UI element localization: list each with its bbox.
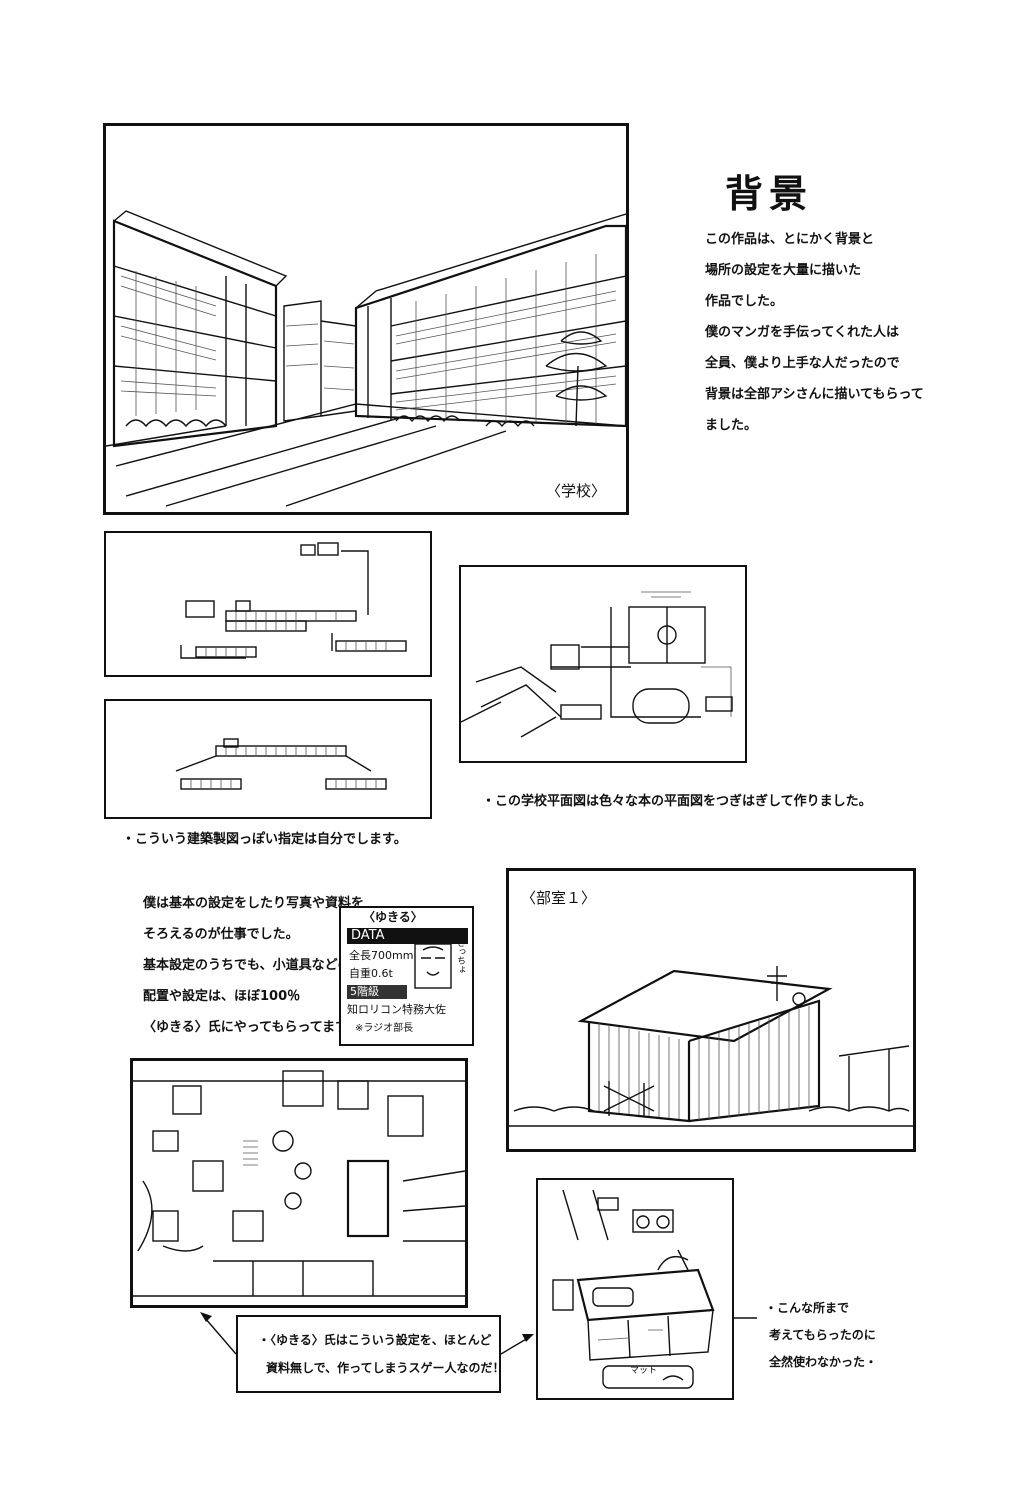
page-title: 背景 bbox=[725, 172, 814, 216]
callout-line: 資料無しで、作ってしまうスゲー人なのだ！！。 bbox=[266, 1361, 499, 1375]
floorplan-panel-1 bbox=[104, 531, 432, 677]
intro-line: 作品でした。 bbox=[705, 294, 784, 309]
floorplan-panel-3 bbox=[459, 565, 747, 763]
settings-line: そろえるのが仕事でした。 bbox=[143, 927, 299, 942]
school-illustration bbox=[106, 210, 626, 507]
architectural-note: ・こういう建築製図っぽい指定は自分でします。 bbox=[122, 832, 407, 847]
clubroom-interior-panel bbox=[130, 1058, 468, 1308]
settings-line: 基本設定のうちでも、小道具などの bbox=[143, 958, 351, 973]
intro-line: この作品は、とにかく背景と bbox=[705, 232, 875, 247]
card-row: ※ラジオ部長 bbox=[355, 1023, 414, 1034]
kitchen-mat-label: マット bbox=[630, 1366, 658, 1376]
callout-line: ・〈ゆきる〉氏はこういう設定を、ほとんど bbox=[258, 1333, 492, 1347]
intro-line: 全員、僕より上手な人だったので bbox=[705, 356, 900, 371]
card-data-bar bbox=[347, 928, 468, 944]
card-side-scribble: ぎっちょ bbox=[455, 938, 465, 974]
floorplan-panel-2 bbox=[104, 699, 432, 819]
kitchen-sink-drawing bbox=[552, 1189, 715, 1389]
kitchen-panel: マット bbox=[536, 1178, 734, 1400]
intro-line: 僕のマンガを手伝ってくれた人は bbox=[705, 325, 899, 340]
intro-line: 背景は全部アシさんに描いてもらって bbox=[705, 387, 924, 402]
card-row: 知ロリコン特務大佐 bbox=[347, 1003, 446, 1016]
character-portrait bbox=[414, 943, 452, 989]
floorplan-note: ・この学校平面図は色々な本の平面図をつぎはぎして作りました。 bbox=[482, 794, 872, 809]
card-heading: 〈ゆきる〉 bbox=[363, 910, 423, 924]
interior-layout-drawing bbox=[133, 1070, 465, 1297]
card-data-label: DATA bbox=[351, 928, 385, 943]
card-row-dark bbox=[347, 985, 407, 999]
clubroom-panel: 〈部室１〉 bbox=[506, 868, 916, 1152]
school-panel: 〈学校〉 bbox=[103, 123, 629, 515]
card-row: 全長700mm bbox=[349, 949, 414, 962]
card-row: 自重0.6t bbox=[349, 967, 393, 980]
intro-line: 場所の設定を大量に描いた bbox=[705, 263, 862, 278]
settings-line: 配置や設定は、ほぼ100％ bbox=[143, 989, 301, 1004]
kitchen-note-box: ・こんな所まで 考えてもらったのに 全然使わなかった・・。 bbox=[757, 1293, 882, 1393]
intro-line: ました。 bbox=[705, 418, 758, 433]
clubroom-caption: 〈部室１〉 bbox=[521, 889, 597, 907]
card-row: 5階級 bbox=[350, 985, 379, 998]
school-caption: 〈学校〉 bbox=[546, 482, 607, 500]
yukiru-data-card: 〈ゆきる〉 DATA 全長700mm 自重0.6t 5階級 知ロリコン特務大佐 … bbox=[339, 906, 474, 1046]
floorplan-drawing bbox=[461, 591, 733, 738]
settings-line: 〈ゆきる〉氏にやってもらってます。 bbox=[143, 1020, 360, 1035]
kitchen-note-line: ・こんな所まで bbox=[765, 1301, 850, 1315]
kitchen-note-line: 全然使わなかった・・。 bbox=[769, 1355, 880, 1369]
settings-line: 僕は基本の設定をしたり写真や資料を bbox=[143, 896, 365, 911]
floorplan-drawing bbox=[180, 542, 407, 659]
kitchen-note-line: 考えてもらったのに bbox=[769, 1328, 876, 1342]
callout-box: ・〈ゆきる〉氏はこういう設定を、ほとんど 資料無しで、作ってしまうスゲー人なのだ… bbox=[236, 1315, 501, 1393]
floorplan-drawing bbox=[175, 738, 387, 790]
clubroom-illustration bbox=[509, 966, 913, 1127]
